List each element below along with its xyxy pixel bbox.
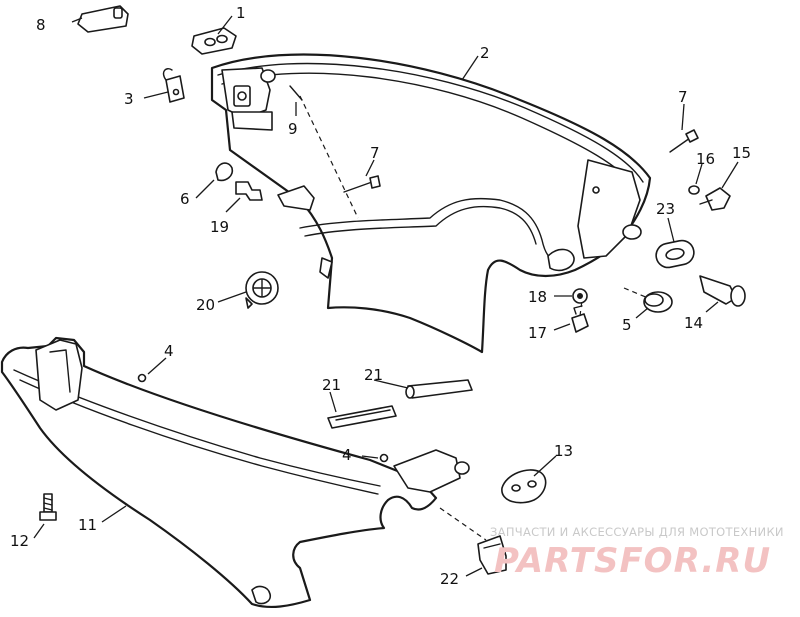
part-22-clip	[477, 535, 507, 575]
watermark-logo: PARTSFOR.RU	[494, 541, 771, 581]
part-21-strip	[327, 405, 397, 429]
part-21-rod	[405, 379, 473, 399]
callout-11: 11	[78, 516, 97, 534]
part-18-washer	[572, 288, 588, 304]
callout-22: 22	[440, 570, 459, 588]
callout-20: 20	[196, 296, 215, 314]
part-3-spring-clip	[162, 68, 185, 103]
callout-9: 9	[288, 120, 298, 138]
callout-6: 6	[180, 190, 190, 208]
callout-7-upper: 7	[370, 144, 380, 162]
part-14-latch-pin	[699, 275, 746, 307]
callout-21-rod: 21	[364, 366, 383, 384]
callout-13: 13	[554, 442, 573, 460]
part-4-nut-lower	[379, 453, 389, 463]
callout-2: 2	[480, 44, 490, 62]
part-23-grommet	[655, 239, 695, 269]
callouts: 1 2 3 4 4 5 6 7 7 8 9 11 12 13 14 15 16 …	[10, 4, 751, 588]
callout-14: 14	[684, 314, 703, 332]
part-9-pin	[289, 85, 303, 101]
part-15-lever	[699, 187, 731, 211]
lower-cover-part	[0, 336, 470, 609]
callout-15: 15	[732, 144, 751, 162]
watermark-tagline: ЗАПЧАСТИ И АКСЕССУАРЫ ДЛЯ МОТОТЕХНИКИ	[490, 525, 784, 539]
part-13-grommet	[501, 469, 547, 504]
part-16-ring	[688, 185, 700, 195]
part-12-bolt	[39, 493, 57, 521]
leader-lines	[33, 15, 739, 577]
part-7-screw-upper	[343, 175, 381, 193]
part-5-plug	[643, 291, 673, 313]
callout-4-lower: 4	[342, 446, 352, 464]
callout-7-right: 7	[678, 88, 688, 106]
part-7-screw-right	[669, 129, 699, 153]
assembly-lines	[299, 95, 649, 541]
callout-16: 16	[696, 150, 715, 168]
callout-21-strip: 21	[322, 376, 341, 394]
callout-18: 18	[528, 288, 547, 306]
part-6-nut	[215, 162, 234, 182]
upper-cover-part	[210, 53, 652, 354]
callout-23: 23	[656, 200, 675, 218]
callout-12: 12	[10, 532, 29, 550]
part-4-nut-upper	[137, 373, 147, 383]
callout-4-upper: 4	[164, 342, 174, 360]
part-19-bolt	[235, 181, 263, 201]
callout-17: 17	[528, 324, 547, 342]
part-17-stud	[571, 305, 589, 333]
part-8-latch-plate	[77, 5, 129, 33]
part-20-knob	[245, 271, 279, 309]
callout-19: 19	[210, 218, 229, 236]
callout-3: 3	[124, 90, 134, 108]
callout-5: 5	[622, 316, 632, 334]
watermark: ЗАПЧАСТИ И АКСЕССУАРЫ ДЛЯ МОТОТЕХНИКИ PA…	[490, 525, 784, 581]
callout-8: 8	[36, 16, 46, 34]
callout-1: 1	[236, 4, 246, 22]
part-1-grommet	[191, 27, 237, 55]
